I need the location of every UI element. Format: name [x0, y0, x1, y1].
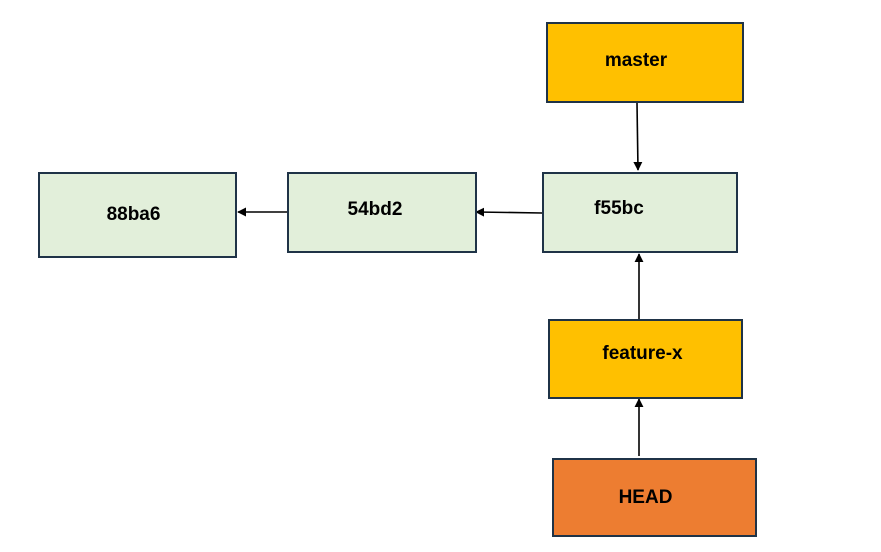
- branch-node-master: master: [546, 22, 744, 103]
- edge-f55bc-to-54bd2: [475, 207, 543, 217]
- commit-node-54bd2: 54bd2: [287, 172, 477, 253]
- commit-label-54bd2: 54bd2: [347, 198, 403, 220]
- head-pointer-node: HEAD: [552, 458, 757, 537]
- head-label: HEAD: [618, 486, 673, 508]
- branch-node-feature-x: feature-x: [548, 319, 743, 399]
- branch-label-feature-x: feature-x: [602, 343, 683, 364]
- commit-label-f55bc: f55bc: [594, 197, 644, 219]
- commit-label-88ba6: 88ba6: [106, 204, 161, 225]
- edge-master-to-f55bc: [633, 102, 643, 171]
- branch-label-master: master: [604, 49, 668, 71]
- commit-node-f55bc: f55bc: [542, 172, 738, 253]
- commit-node-88ba6: 88ba6: [38, 172, 237, 258]
